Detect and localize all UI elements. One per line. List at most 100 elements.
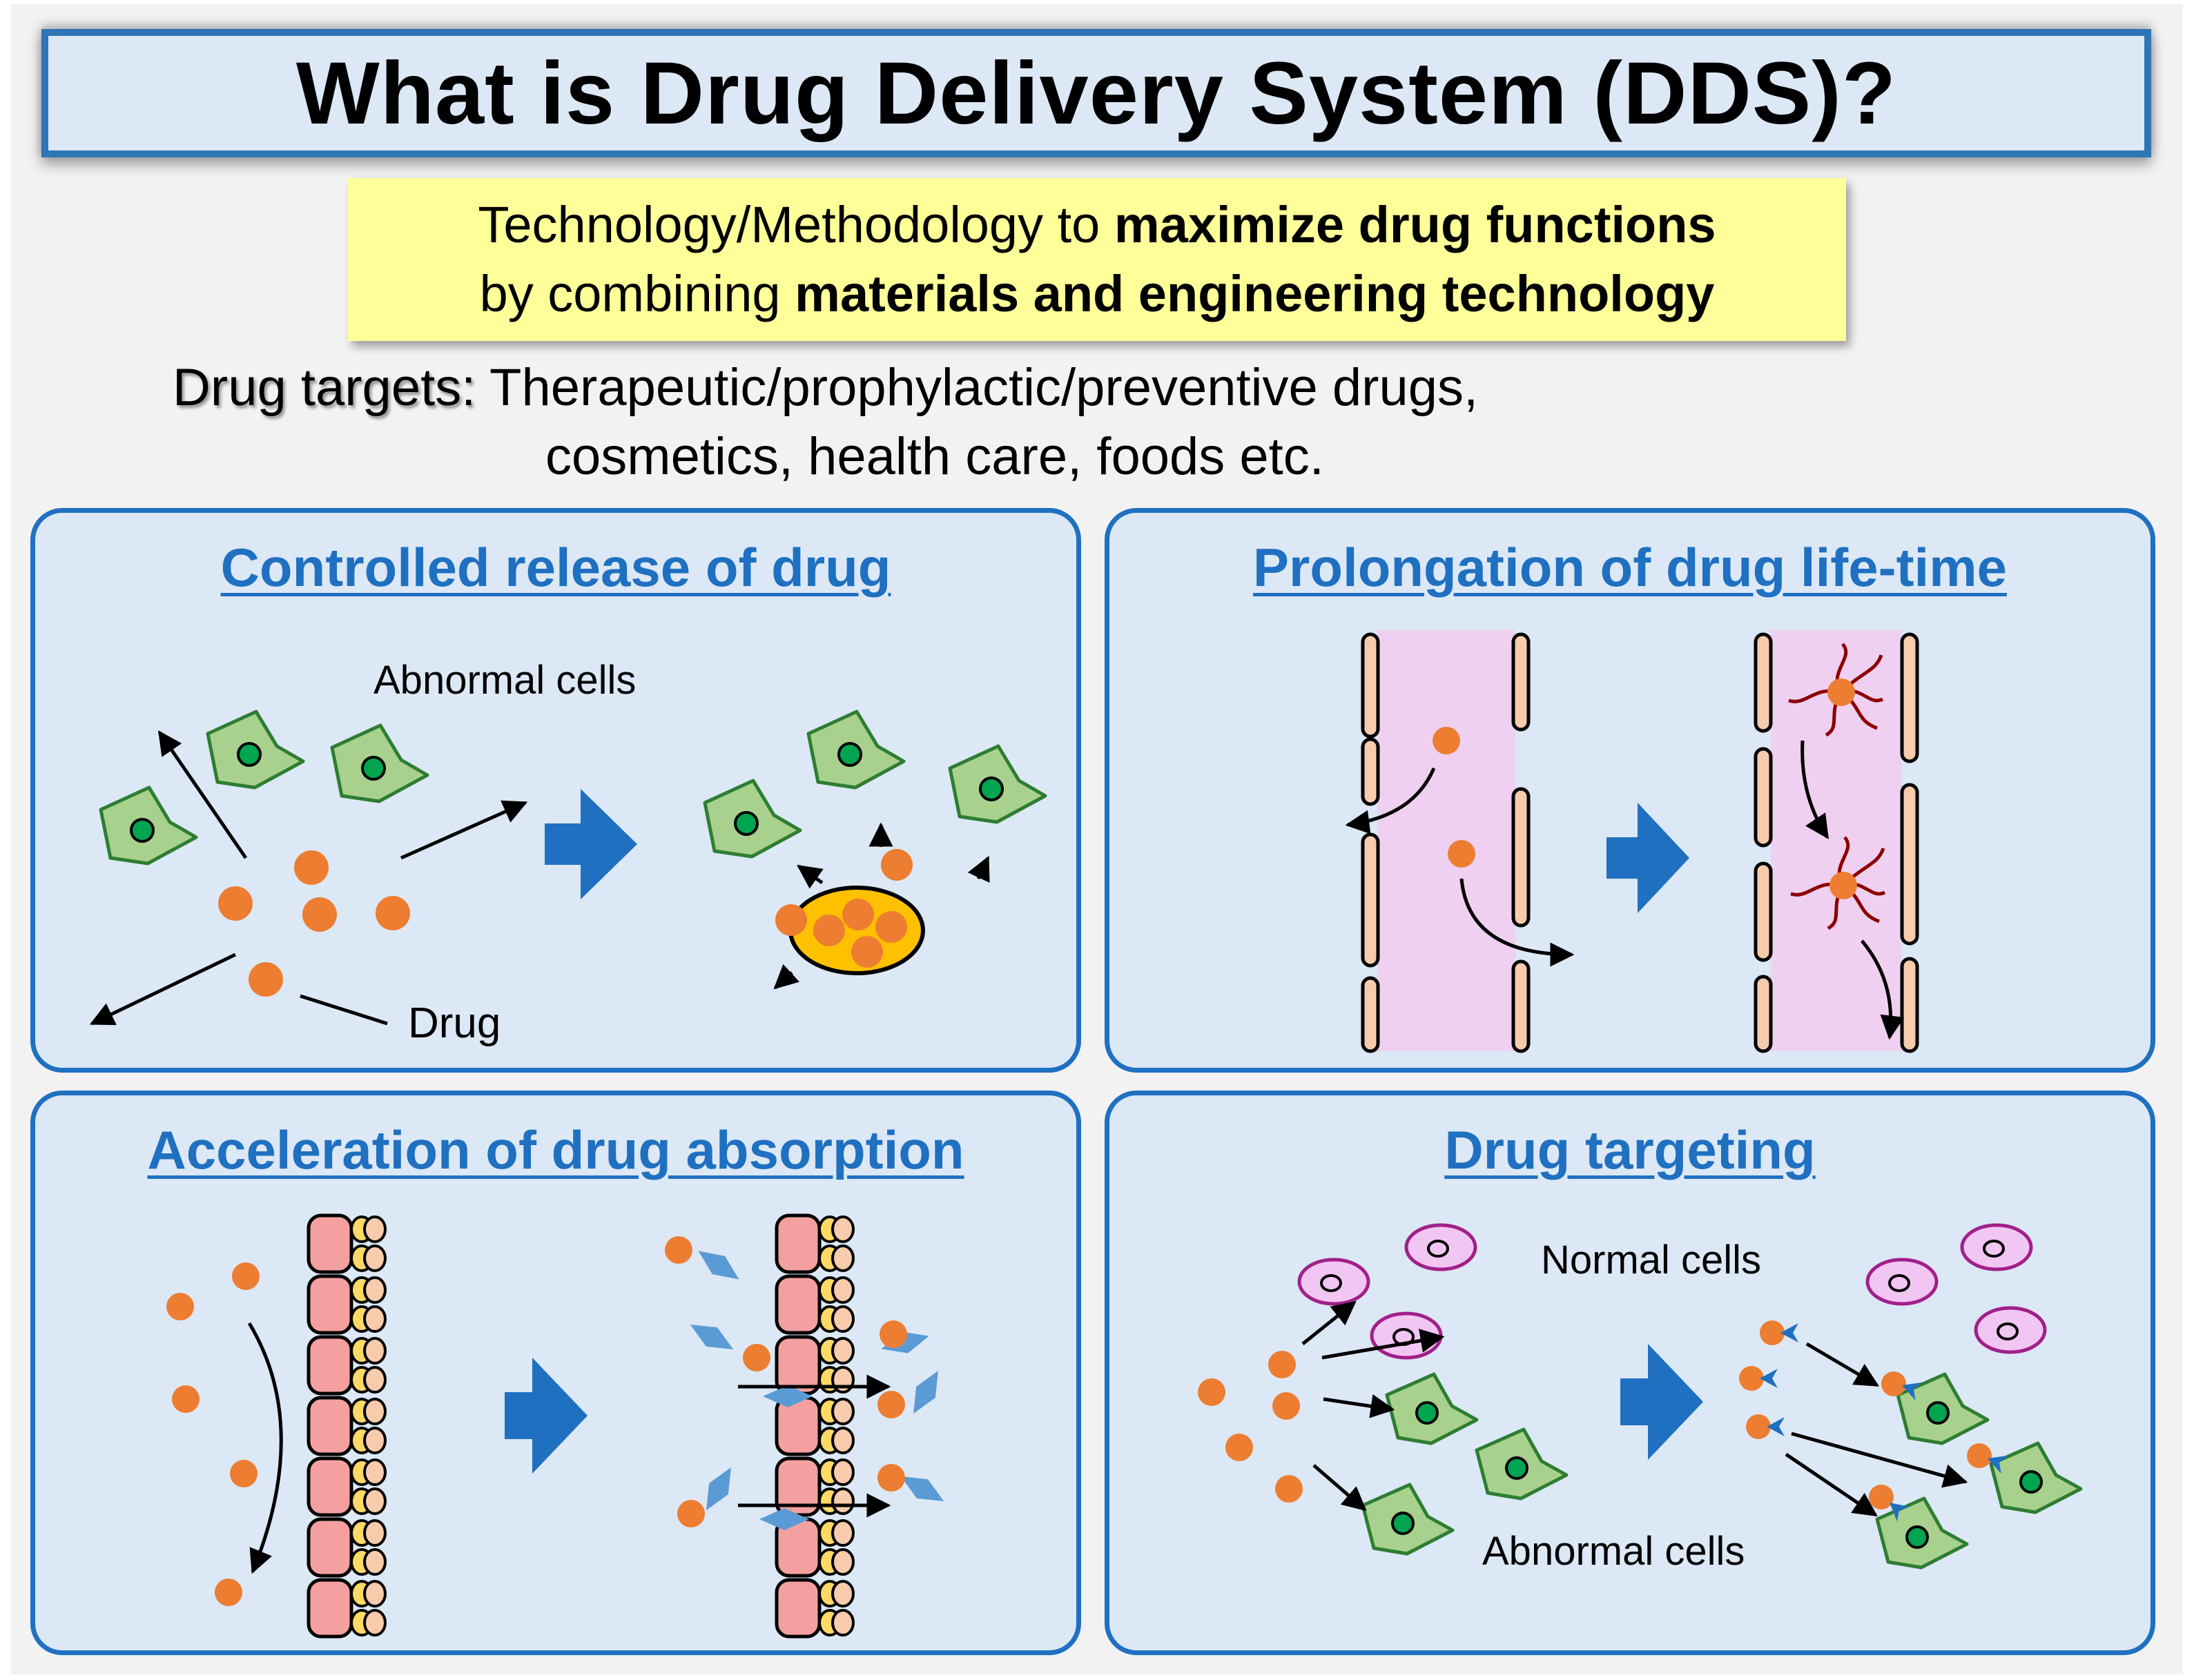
drug-arrow bbox=[157, 730, 248, 859]
abnormal-cell bbox=[332, 725, 427, 801]
drug-dot bbox=[1272, 1392, 1300, 1420]
big-arrow bbox=[505, 1358, 588, 1474]
big-arrow bbox=[1606, 803, 1689, 913]
drug-targets: Drug targets: Therapeutic/prophylactic/p… bbox=[173, 353, 1829, 491]
abnormal-cell bbox=[1877, 1498, 1967, 1567]
circulation-arrow bbox=[1861, 939, 1905, 1040]
untargeted-arrow bbox=[1323, 1394, 1395, 1418]
normal-cells-label-1: Normal cells bbox=[1541, 1238, 1761, 1282]
vessel-wall bbox=[1754, 747, 1773, 848]
drug-dot bbox=[376, 896, 410, 930]
drug-dot bbox=[166, 1293, 194, 1320]
epithelial-layer-before bbox=[309, 1215, 385, 1637]
absorption-diagram bbox=[166, 1095, 950, 1650]
bound-drug-dot bbox=[1967, 1443, 1992, 1468]
drug-dot bbox=[877, 1391, 905, 1418]
drug-label: Drug bbox=[408, 999, 501, 1047]
abnormal-cell bbox=[1991, 1443, 2081, 1512]
drug-dot bbox=[1268, 1351, 1296, 1378]
drug-dot bbox=[1448, 840, 1475, 868]
drug-dot bbox=[851, 936, 883, 968]
release-arrow bbox=[797, 864, 824, 889]
definition-line-1-bold: maximize drug functions bbox=[1114, 196, 1716, 253]
drug-dot bbox=[880, 1320, 907, 1348]
definition-line-2: by combining materials and engineering t… bbox=[348, 260, 1846, 329]
abnormal-cell bbox=[208, 712, 303, 788]
abnormal-cell bbox=[1477, 1429, 1566, 1498]
vessel-wall bbox=[1511, 632, 1531, 732]
clearance-arrow bbox=[1459, 878, 1575, 967]
page-title: What is Drug Delivery System (DDS)? bbox=[295, 43, 1897, 143]
vessel-wall bbox=[1361, 632, 1380, 739]
targeted-arrow bbox=[1785, 1452, 1878, 1517]
panel-targeting-title: Drug targeting bbox=[1444, 1120, 1816, 1180]
vessel-wall bbox=[1900, 632, 1919, 763]
targeting-ligand bbox=[1767, 1417, 1785, 1436]
panel-controlled-release: Controlled release of drug Abnormal cell… bbox=[30, 508, 1081, 1073]
drug-dot bbox=[1433, 727, 1460, 754]
drug-label-line bbox=[300, 994, 388, 1026]
drug-dot bbox=[172, 1385, 200, 1413]
vessel-wall bbox=[1900, 783, 1919, 946]
targeted-arrow bbox=[1805, 1342, 1880, 1387]
drug-dot bbox=[1739, 1366, 1764, 1391]
vessel-wall bbox=[1511, 959, 1531, 1053]
abnormal-cells-label-2: Abnormal cells bbox=[1482, 1529, 1745, 1574]
drug-dot bbox=[875, 911, 907, 943]
normal-cell bbox=[1406, 1225, 1475, 1269]
targeted-arrow bbox=[1791, 1432, 1968, 1488]
drug-dot bbox=[877, 1464, 905, 1492]
drug-dot bbox=[1760, 1320, 1785, 1345]
vessel-wall bbox=[1511, 787, 1531, 928]
vessel-wall bbox=[1361, 976, 1380, 1053]
bound-drug-dot bbox=[1881, 1371, 1906, 1396]
abnormal-cell bbox=[1363, 1485, 1453, 1554]
drug-dot bbox=[215, 1579, 242, 1606]
vessel-lumen bbox=[1377, 630, 1515, 1051]
panel-absorption-title: Acceleration of drug absorption bbox=[147, 1120, 964, 1180]
drug-arrow bbox=[400, 800, 528, 860]
definition-line-2-plain: by combining bbox=[479, 265, 795, 322]
drug-dot bbox=[1225, 1434, 1253, 1461]
absorption-enhancer bbox=[684, 1315, 739, 1359]
abnormal-cell bbox=[1387, 1374, 1477, 1443]
drug-dot bbox=[294, 850, 329, 885]
drug-dot bbox=[677, 1500, 705, 1527]
vessel-wall bbox=[1361, 832, 1380, 968]
definition-line-1-plain: Technology/Methodology to bbox=[478, 196, 1114, 253]
abnormal-cells-label-1: Abnormal cells bbox=[373, 658, 636, 703]
drug-dot bbox=[1827, 678, 1855, 706]
drug-dot bbox=[813, 915, 845, 946]
normal-cell bbox=[1867, 1260, 1936, 1304]
big-arrow bbox=[1620, 1344, 1703, 1460]
panel-absorption: Acceleration of drug absorption bbox=[30, 1091, 1081, 1655]
epithelial-layer-after bbox=[777, 1215, 853, 1637]
definition-box: Technology/Methodology to maximize drug … bbox=[348, 178, 1846, 341]
vessel-wall bbox=[1754, 975, 1773, 1053]
abnormal-cell bbox=[950, 746, 1045, 822]
title-banner: What is Drug Delivery System (DDS)? bbox=[41, 29, 2151, 157]
drug-arrow bbox=[89, 953, 237, 1026]
clearance-arrow bbox=[1345, 768, 1436, 834]
untargeted-arrow bbox=[1312, 1464, 1367, 1512]
drug-dot bbox=[249, 962, 283, 997]
circulation-arrow bbox=[1800, 740, 1829, 839]
definition-line-1: Technology/Methodology to maximize drug … bbox=[348, 191, 1846, 260]
drug-dot bbox=[1198, 1378, 1225, 1406]
drug-dot bbox=[1275, 1475, 1303, 1503]
drug-dot bbox=[218, 886, 253, 921]
drug-targets-line-1: Therapeutic/prophylactic/preventive drug… bbox=[476, 358, 1479, 417]
normal-cell bbox=[1962, 1225, 2031, 1269]
drug-dot bbox=[881, 849, 913, 881]
big-arrow bbox=[545, 789, 637, 899]
absorption-enhancer bbox=[692, 1242, 746, 1289]
abnormal-cell bbox=[705, 781, 800, 857]
prolongation-diagram bbox=[1345, 630, 1919, 1053]
release-arrow bbox=[967, 855, 990, 883]
untargeted-arrow bbox=[1301, 1300, 1357, 1345]
drug-dot bbox=[1829, 872, 1857, 899]
untargeted-arrow bbox=[1321, 1329, 1445, 1360]
drug-dot bbox=[842, 899, 874, 930]
abnormal-cell bbox=[808, 712, 904, 788]
drug-dot bbox=[232, 1262, 260, 1290]
